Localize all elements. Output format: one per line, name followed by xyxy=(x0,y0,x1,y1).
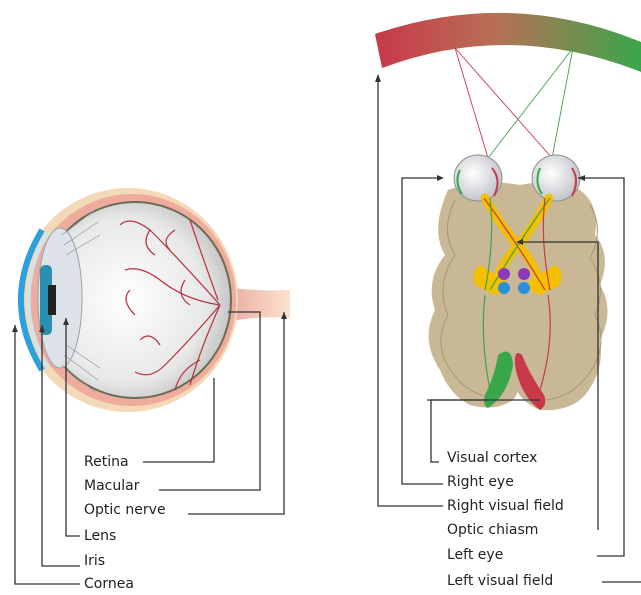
lgn-dot xyxy=(498,268,510,280)
visual-pathway xyxy=(375,13,641,410)
label-right-visual-field: Right visual field xyxy=(447,498,564,514)
label-left-visual-field: Left visual field xyxy=(447,573,553,589)
label-right-eye: Right eye xyxy=(447,474,514,490)
label-lens: Lens xyxy=(84,528,116,544)
label-left-eye: Left eye xyxy=(447,547,503,563)
visual-field-arc xyxy=(375,13,641,72)
label-macular: Macular xyxy=(84,478,139,494)
label-cornea: Cornea xyxy=(84,576,134,592)
label-iris: Iris xyxy=(84,553,105,569)
eye-anatomy xyxy=(18,188,290,412)
label-visual-cortex: Visual cortex xyxy=(447,450,537,466)
label-retina: Retina xyxy=(84,454,129,470)
label-optic-chiasm: Optic chiasm xyxy=(447,522,538,538)
label-optic-nerve: Optic nerve xyxy=(84,502,166,518)
